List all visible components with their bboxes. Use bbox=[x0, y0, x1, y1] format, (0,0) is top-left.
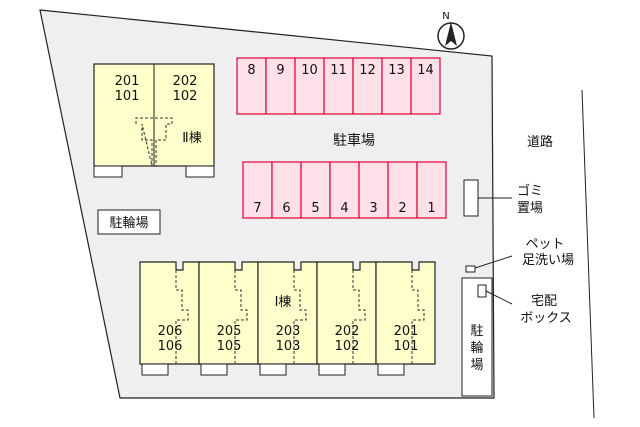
unit-number: 201 bbox=[394, 324, 419, 339]
parking-space: 2 bbox=[387, 161, 418, 219]
unit-number: 105 bbox=[217, 339, 242, 354]
parking-space: 7 bbox=[242, 161, 273, 219]
parking-space-number: 1 bbox=[427, 201, 435, 216]
parking-space: 6 bbox=[271, 161, 302, 219]
parking-space-number: 4 bbox=[340, 201, 348, 216]
parking-space: 4 bbox=[329, 161, 360, 219]
delivery-label-1: 宅配 bbox=[531, 294, 557, 309]
parking-space: 9 bbox=[265, 57, 296, 115]
parking-space-number: 13 bbox=[388, 63, 405, 78]
garbage-area: ゴミ 置場 bbox=[463, 179, 543, 217]
parking-row-bottom: 7 6 5 4 3 2 1 bbox=[242, 161, 447, 219]
compass-label: N bbox=[442, 11, 449, 22]
parking-space-number: 11 bbox=[330, 63, 347, 78]
unit-number: 103 bbox=[276, 339, 301, 354]
parking-space: 12 bbox=[352, 57, 383, 115]
garbage-label-1: ゴミ bbox=[517, 183, 543, 199]
parking-space: 8 bbox=[236, 57, 267, 115]
road-label: 道路 bbox=[527, 134, 553, 150]
parking-label: 駐車場 bbox=[333, 132, 375, 149]
bike-parking-right-label: 駐 bbox=[470, 324, 483, 339]
unit-number: 206 bbox=[158, 324, 183, 339]
bike-parking-left-label: 駐輪場 bbox=[109, 215, 148, 231]
parking-space-number: 2 bbox=[398, 201, 406, 216]
pet-label-2: 足洗い場 bbox=[522, 253, 574, 268]
delivery-box: 宅配 ボックス bbox=[477, 284, 572, 326]
parking-space-number: 6 bbox=[282, 201, 290, 216]
parking-space: 11 bbox=[323, 57, 354, 115]
building-2: Ⅱ棟 201 101 202 102 bbox=[93, 63, 215, 178]
garbage-label-2: 置場 bbox=[517, 201, 543, 216]
building-2-label: Ⅱ棟 bbox=[182, 131, 201, 146]
parking-space: 10 bbox=[294, 57, 325, 115]
parking-space-number: 7 bbox=[253, 201, 261, 216]
unit-number: 205 bbox=[217, 324, 242, 339]
parking-space-number: 12 bbox=[359, 63, 376, 78]
unit-number: 102 bbox=[335, 339, 360, 354]
pet-label-1: ペット bbox=[525, 237, 564, 252]
parking-space-number: 8 bbox=[247, 63, 255, 78]
unit-number: 202 bbox=[335, 324, 360, 339]
bike-parking-right-label: 場 bbox=[470, 358, 483, 373]
road-edge-line bbox=[581, 89, 595, 419]
bike-parking-right-label: 輪 bbox=[470, 340, 483, 356]
unit-number: 203 bbox=[276, 324, 301, 339]
parking-space: 5 bbox=[300, 161, 331, 219]
parking-row-top: 8 9 10 11 12 13 14 bbox=[236, 57, 441, 115]
unit-number: 101 bbox=[394, 339, 419, 354]
parking-space-number: 9 bbox=[276, 63, 284, 78]
parking-space: 13 bbox=[381, 57, 412, 115]
bike-parking-right: 駐 輪 場 bbox=[461, 277, 493, 397]
building-1-label: Ⅰ棟 bbox=[275, 295, 292, 310]
parking-space-number: 5 bbox=[311, 201, 319, 216]
unit-number: 101 bbox=[115, 89, 140, 104]
pet-foot-wash: ペット 足洗い場 bbox=[465, 237, 574, 273]
bike-parking-left: 駐輪場 bbox=[97, 209, 161, 235]
parking-space-number: 14 bbox=[417, 63, 434, 78]
unit-number: 106 bbox=[158, 339, 183, 354]
parking-space-number: 3 bbox=[369, 201, 377, 216]
unit-number: 102 bbox=[173, 89, 198, 104]
parking-space-number: 10 bbox=[301, 63, 318, 78]
unit-number: 201 bbox=[115, 74, 140, 89]
unit-number: 202 bbox=[173, 74, 198, 89]
delivery-label-2: ボックス bbox=[520, 311, 572, 326]
parking-space: 3 bbox=[358, 161, 389, 219]
parking-space: 14 bbox=[410, 57, 441, 115]
north-compass-icon: N bbox=[437, 11, 465, 50]
parking-space: 1 bbox=[416, 161, 447, 219]
